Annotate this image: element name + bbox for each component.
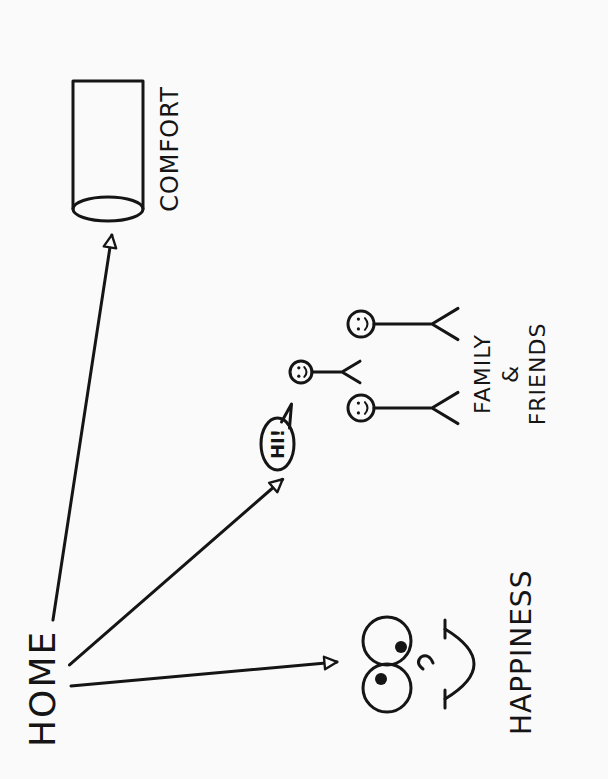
node-label: HOME	[20, 626, 65, 751]
arrow-connector	[70, 479, 283, 665]
comfort-node: COMFORT	[66, 71, 184, 227]
family-node: FAMILY & FRIENDS HI!	[255, 274, 552, 474]
node-label: HI!	[259, 416, 288, 472]
happy-node: HAPPINESS	[345, 566, 538, 739]
arrow-connector	[71, 662, 337, 686]
home-node: HOME	[20, 626, 65, 751]
smiling-face	[345, 589, 505, 739]
pillow	[66, 71, 150, 227]
arrow-connector	[53, 235, 112, 620]
bubble-node: HI!	[259, 416, 296, 472]
node-label: HAPPINESS	[505, 566, 538, 739]
node-label: COMFORT	[156, 71, 184, 227]
node-label: FAMILY & FRIENDS	[469, 323, 552, 426]
